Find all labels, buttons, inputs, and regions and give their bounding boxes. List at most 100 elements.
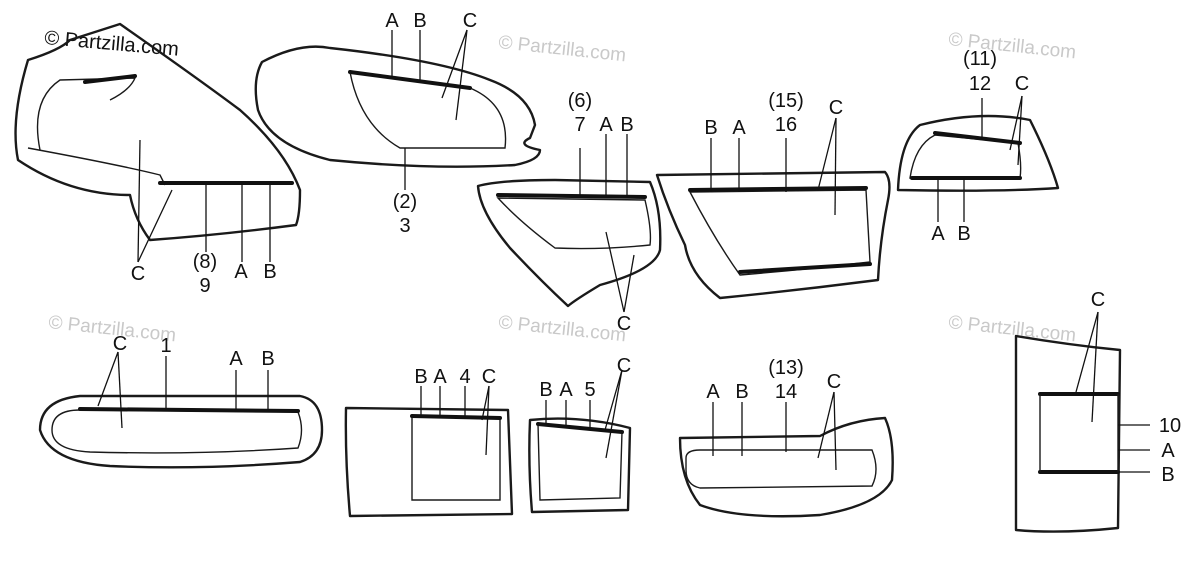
cowl-outline <box>14 22 302 242</box>
label-C: C <box>131 263 145 285</box>
label-8-paren: (8) <box>193 251 217 273</box>
panel-5-emblem <box>537 423 623 501</box>
leader-line <box>97 351 119 407</box>
small-cover-outline <box>896 114 1060 192</box>
small-cover-strip <box>933 131 1022 145</box>
panel-4-outline <box>344 406 514 518</box>
panel-5-strip <box>536 422 624 434</box>
label-12: 12 <box>969 73 991 95</box>
label-A: A <box>559 379 573 401</box>
watermarks: © Partzilla.com © Partzilla.com © Partzi… <box>47 29 1077 346</box>
label-6-paren: (6) <box>568 90 592 112</box>
label-B: B <box>735 381 748 403</box>
part-side-panel-16: (15) 16 B A C <box>655 90 891 300</box>
label-3: 3 <box>399 215 410 237</box>
leader-line <box>623 254 635 313</box>
emblem-14-plate <box>685 449 877 489</box>
part-panel-emblem-5: B A 5 C <box>528 355 632 514</box>
label-B: B <box>263 261 276 283</box>
oval-emblem-strip <box>78 407 300 413</box>
label-10: 10 <box>1159 415 1181 437</box>
label-1: 1 <box>160 335 171 357</box>
part-panel-emblem-4: B A 4 C <box>344 366 514 518</box>
leader-line <box>817 117 837 191</box>
leader-line <box>1009 95 1023 151</box>
label-11-paren: (11) <box>963 48 997 70</box>
part-oval-emblem-1: C 1 A B <box>38 333 324 469</box>
oval-emblem-inner <box>51 409 303 454</box>
panel-10-emblem <box>1039 394 1119 472</box>
label-4: 4 <box>459 366 470 388</box>
leader-line <box>833 391 837 471</box>
part-emblem-14: (13) 14 A B C <box>678 357 894 518</box>
panel-10-outline <box>1014 334 1122 533</box>
side-cover-strip <box>496 193 647 199</box>
side-panel-bottom-strip <box>738 262 872 274</box>
leader-line <box>605 369 623 459</box>
emblem-14-outline <box>678 416 894 518</box>
leader-line <box>481 385 490 421</box>
label-A: A <box>599 114 613 136</box>
tank-emblem-strip <box>348 70 472 90</box>
part-panel-emblem-10: C 10 A B <box>1014 289 1181 533</box>
leader-line <box>485 385 490 456</box>
cowl-inner-line <box>36 77 137 151</box>
label-A: A <box>385 10 399 32</box>
leader-line <box>455 29 468 121</box>
label-A: A <box>433 366 447 388</box>
label-A: A <box>706 381 720 403</box>
leader-line <box>817 391 835 459</box>
leader-line <box>1017 95 1023 166</box>
label-C: C <box>1091 289 1105 311</box>
side-panel-emblem <box>688 189 871 276</box>
part-side-cover-7: (6) 7 A B C <box>476 90 662 335</box>
side-panel-outline <box>655 170 891 300</box>
tank-emblem <box>349 71 507 149</box>
label-A: A <box>229 348 243 370</box>
label-C: C <box>829 97 843 119</box>
panel-5-outline <box>528 417 632 514</box>
cowl-top-strip <box>83 74 137 84</box>
label-A: A <box>1161 440 1175 462</box>
part-cowl-emblem-9: (8) 9 A B C <box>14 22 302 297</box>
label-16: 16 <box>775 114 797 136</box>
watermark-text: © Partzilla.com <box>497 312 627 346</box>
leader-line <box>604 369 623 431</box>
label-B: B <box>1161 464 1174 486</box>
label-C: C <box>617 355 631 377</box>
label-C: C <box>482 366 496 388</box>
label-15-paren: (15) <box>768 90 804 112</box>
label-B: B <box>704 117 717 139</box>
leader-line <box>834 117 837 216</box>
label-2-paren: (2) <box>393 191 417 213</box>
cowl-window <box>27 147 166 186</box>
label-14: 14 <box>775 381 797 403</box>
label-B: B <box>413 10 426 32</box>
part-small-cover-12: (11) 12 C A B <box>896 48 1060 245</box>
leader-line <box>117 351 123 429</box>
leader-line <box>1075 311 1099 393</box>
label-13-paren: (13) <box>768 357 804 379</box>
label-C: C <box>463 10 477 32</box>
label-B: B <box>620 114 633 136</box>
label-5: 5 <box>584 379 595 401</box>
part-tank-emblem-3: A B C (2) 3 <box>254 10 542 237</box>
leader-line <box>137 139 141 263</box>
label-A: A <box>234 261 248 283</box>
side-cover-emblem <box>496 197 652 250</box>
side-cover-outline <box>476 178 662 308</box>
label-B: B <box>957 223 970 245</box>
label-B: B <box>539 379 552 401</box>
leader-line <box>137 189 173 263</box>
label-7: 7 <box>574 114 585 136</box>
label-B: B <box>414 366 427 388</box>
label-9: 9 <box>199 275 210 297</box>
label-C: C <box>617 313 631 335</box>
label-C: C <box>113 333 127 355</box>
label-B: B <box>261 348 274 370</box>
side-panel-strip <box>688 186 868 192</box>
leader-line <box>1091 311 1099 423</box>
oval-emblem-outer <box>38 394 324 469</box>
label-C: C <box>1015 73 1029 95</box>
